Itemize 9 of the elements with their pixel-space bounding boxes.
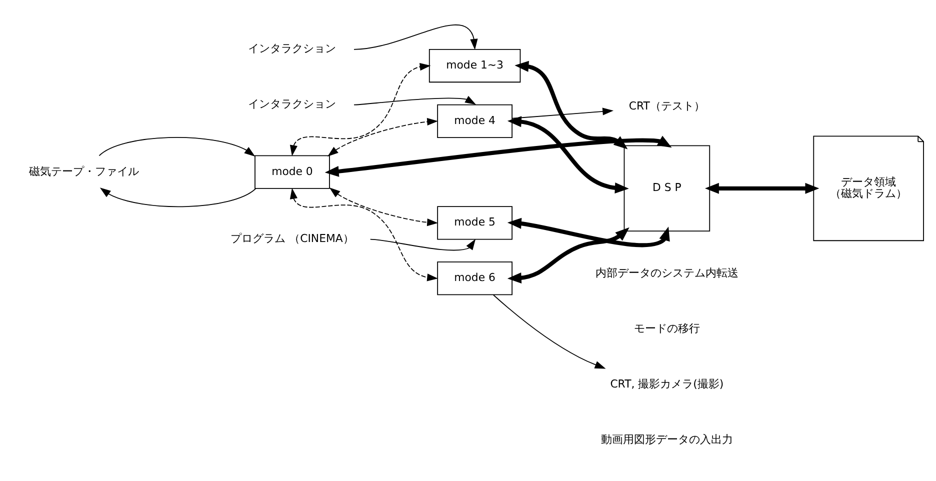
node-text: CRT, 撮影カメラ(撮影)	[610, 377, 724, 390]
legend-label: モードの移行	[634, 322, 700, 336]
node-text: CRT（テスト）	[628, 99, 705, 112]
node-text: インタラクション	[248, 98, 336, 111]
legend-label: 内部データのシステム内転送	[595, 266, 738, 280]
node-text: プログラム （CINEMA）	[230, 232, 354, 246]
legend-label: 動画用図形データの入出力	[600, 432, 733, 446]
node-text: インタラクション	[248, 42, 336, 56]
node-text: 磁気テープ・ファイル	[28, 164, 139, 178]
